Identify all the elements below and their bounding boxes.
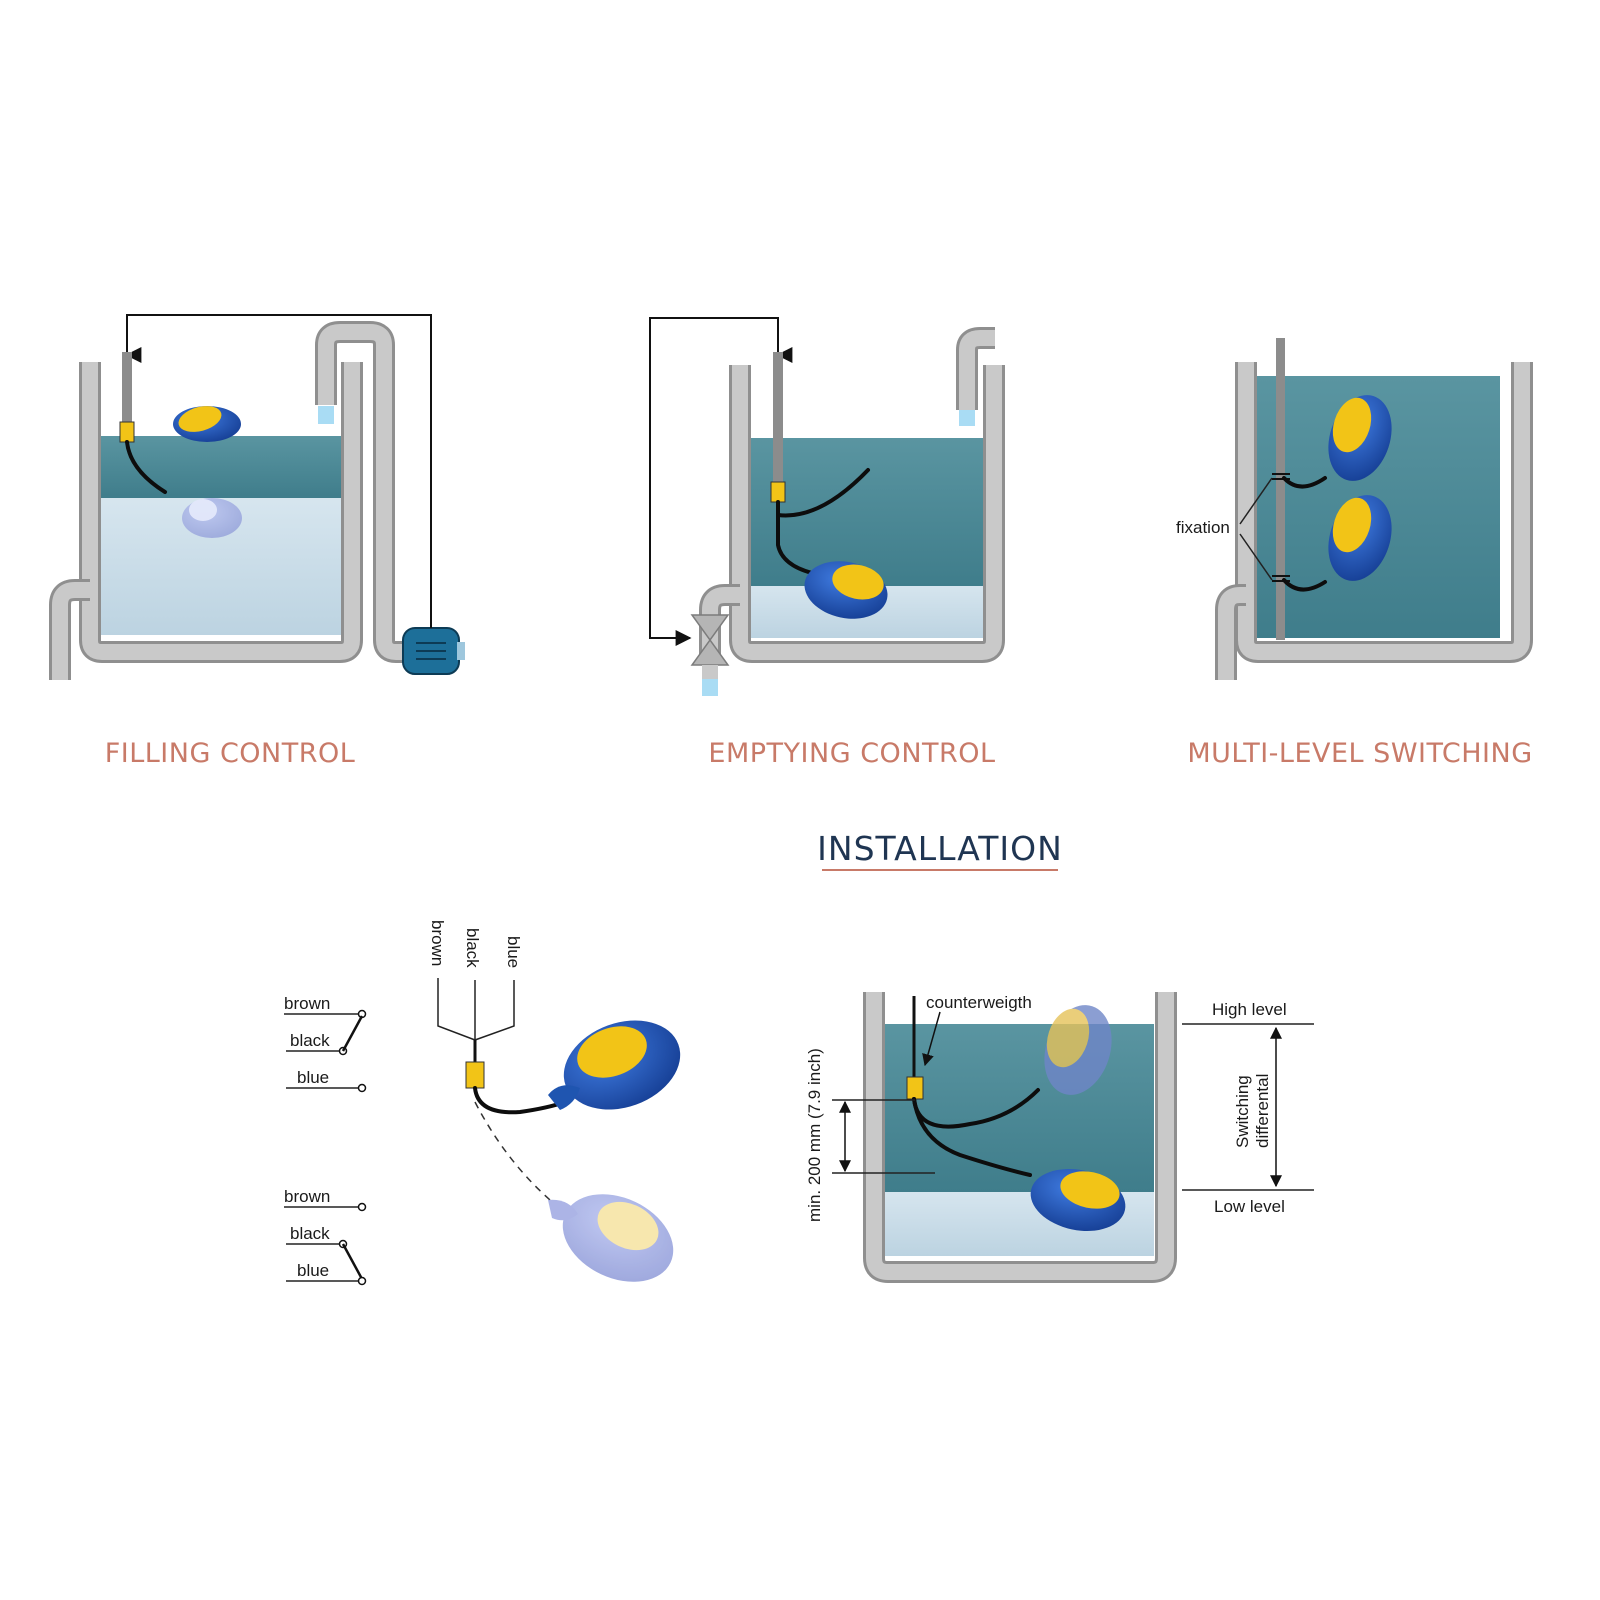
emptying-control-caption: EMPTYING CONTROL (708, 738, 995, 769)
wire-label-black: black (290, 1224, 330, 1243)
water-high-fill (100, 436, 343, 498)
counterweight (119, 421, 135, 443)
high-level-label: High level (1212, 1000, 1287, 1019)
switch-diagram-lower: brown black blue (284, 1187, 367, 1286)
float-ghost-icon (548, 1194, 674, 1282)
float-switch-upper-icon (1328, 395, 1392, 481)
installation-heading: INSTALLATION (817, 829, 1063, 871)
wire-label-blue: blue (297, 1068, 329, 1087)
installation-tank: counterweigth min. 200 mm (7.9 inch) Hig… (805, 992, 1314, 1283)
control-wire (125, 314, 432, 628)
water-stream (702, 678, 718, 696)
cable-label-black: black (463, 928, 482, 968)
pump-icon (402, 627, 465, 675)
wire-label-black: black (290, 1031, 330, 1050)
multilevel-panel: fixation MULTI-LEVEL SWITCHING (1176, 338, 1533, 769)
multilevel-caption: MULTI-LEVEL SWITCHING (1187, 738, 1532, 769)
fixation-label: fixation (1176, 518, 1230, 537)
water-stream (318, 406, 334, 424)
float-switch-icon (804, 561, 888, 619)
mounting-rod (773, 352, 783, 482)
cable-label-blue: blue (504, 936, 523, 968)
water-high-fill (884, 1024, 1154, 1192)
low-level-label: Low level (1214, 1197, 1285, 1216)
cable-label-brown: brown (428, 920, 447, 966)
emptying-control-panel: EMPTYING CONTROL (649, 317, 1005, 769)
switch-diagram-upper: brown black blue (284, 994, 367, 1093)
counterweight-label: counterweigth (926, 993, 1032, 1012)
float-switch-icon (548, 1020, 681, 1110)
installation-title: INSTALLATION (817, 829, 1063, 868)
filling-control-panel: FILLING CONTROL (49, 314, 465, 769)
valve-icon (690, 614, 730, 679)
mounting-pipe (1276, 338, 1285, 640)
counterweight (906, 1076, 924, 1100)
mounting-rod (122, 352, 132, 424)
min-distance-label: min. 200 mm (7.9 inch) (805, 1048, 824, 1222)
water-stream (959, 410, 975, 426)
float-switch-lower-icon (1328, 495, 1392, 581)
filling-control-caption: FILLING CONTROL (105, 738, 356, 769)
float-ghost-upper-icon (1044, 1005, 1112, 1095)
float-ghost-icon (182, 498, 242, 538)
switching-differential-label-1: Switching (1233, 1075, 1252, 1148)
float-switch-lower-icon (1030, 1169, 1126, 1231)
wire-label-blue: blue (297, 1261, 329, 1280)
switching-differential-label-2: differental (1253, 1074, 1272, 1148)
counterweight (465, 1061, 485, 1089)
wire-label-brown: brown (284, 994, 330, 1013)
float-switch-icon (173, 406, 241, 442)
counterweight (770, 481, 786, 503)
wire-label-brown: brown (284, 1187, 330, 1206)
wiring-schematic: brown black blue brown black blue brown (284, 920, 681, 1286)
